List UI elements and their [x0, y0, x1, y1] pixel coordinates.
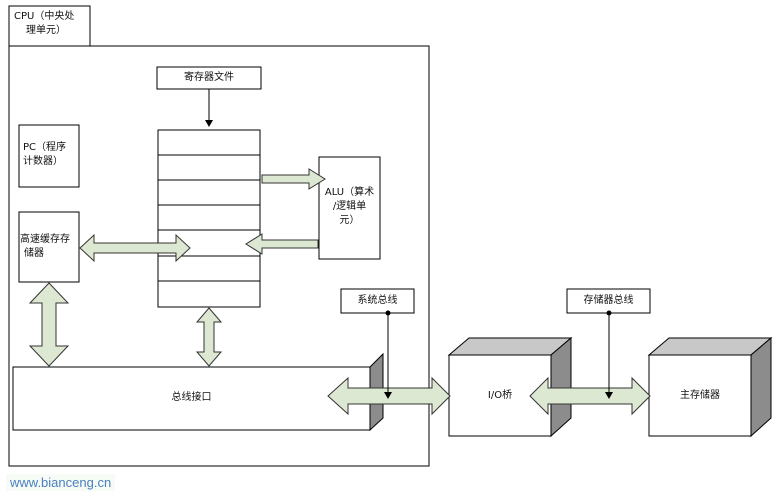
regfile-to-alu-arrow	[261, 168, 326, 190]
register-file-label: 寄存器文件	[184, 72, 234, 83]
alu-label-line3: 元）	[339, 215, 360, 226]
register-file-stack	[157, 129, 261, 308]
alu-label-line2: /逻辑单	[332, 201, 367, 212]
pc-label-line2: 计数器）	[23, 156, 63, 167]
system-bus-label: 系统总线	[357, 295, 398, 306]
watermark-text: www.bianceng.cn	[6, 474, 116, 491]
memory-bus-arrow	[529, 376, 651, 416]
cache-regfile-arrow	[79, 233, 191, 263]
cpu-title: CPU（中央处 理单元）	[14, 10, 90, 38]
alu-label-line1: ALU（算术	[324, 187, 375, 198]
alu-to-regfile-arrow	[245, 233, 319, 255]
cache-label: 高速缓存存 储器	[20, 233, 80, 261]
alu-box	[318, 156, 381, 260]
main-memory-box	[647, 336, 773, 438]
io-bridge-box	[447, 336, 573, 438]
cpu-title-line2: 理单元）	[26, 25, 66, 36]
system-bus-connector	[384, 310, 392, 399]
pc-label: PC（程序 计数器）	[23, 141, 79, 169]
cache-label-line2: 储器	[24, 248, 44, 259]
pc-label-line1: PC（程序	[23, 142, 67, 153]
memory-bus-label: 存储器总线	[583, 295, 634, 306]
main-memory-label: 主存储器	[680, 390, 720, 401]
memory-bus-label-box	[566, 288, 651, 314]
pc-box	[18, 124, 80, 188]
io-bridge-label: I/O桥	[487, 390, 513, 401]
cache-label-line1: 高速缓存存	[20, 234, 70, 245]
bus-interface-label: 总线接口	[171, 392, 212, 403]
system-bus-label-box	[340, 288, 415, 314]
cache-box	[18, 211, 80, 283]
alu-label: ALU（算术 /逻辑单 元）	[319, 186, 380, 228]
memory-bus-connector	[605, 310, 613, 399]
regfile-bus-arrow	[195, 307, 223, 367]
cpu-title-tab	[8, 5, 91, 47]
cpu-title-line1: CPU（中央处	[14, 11, 75, 22]
cache-bus-arrow	[28, 282, 70, 367]
